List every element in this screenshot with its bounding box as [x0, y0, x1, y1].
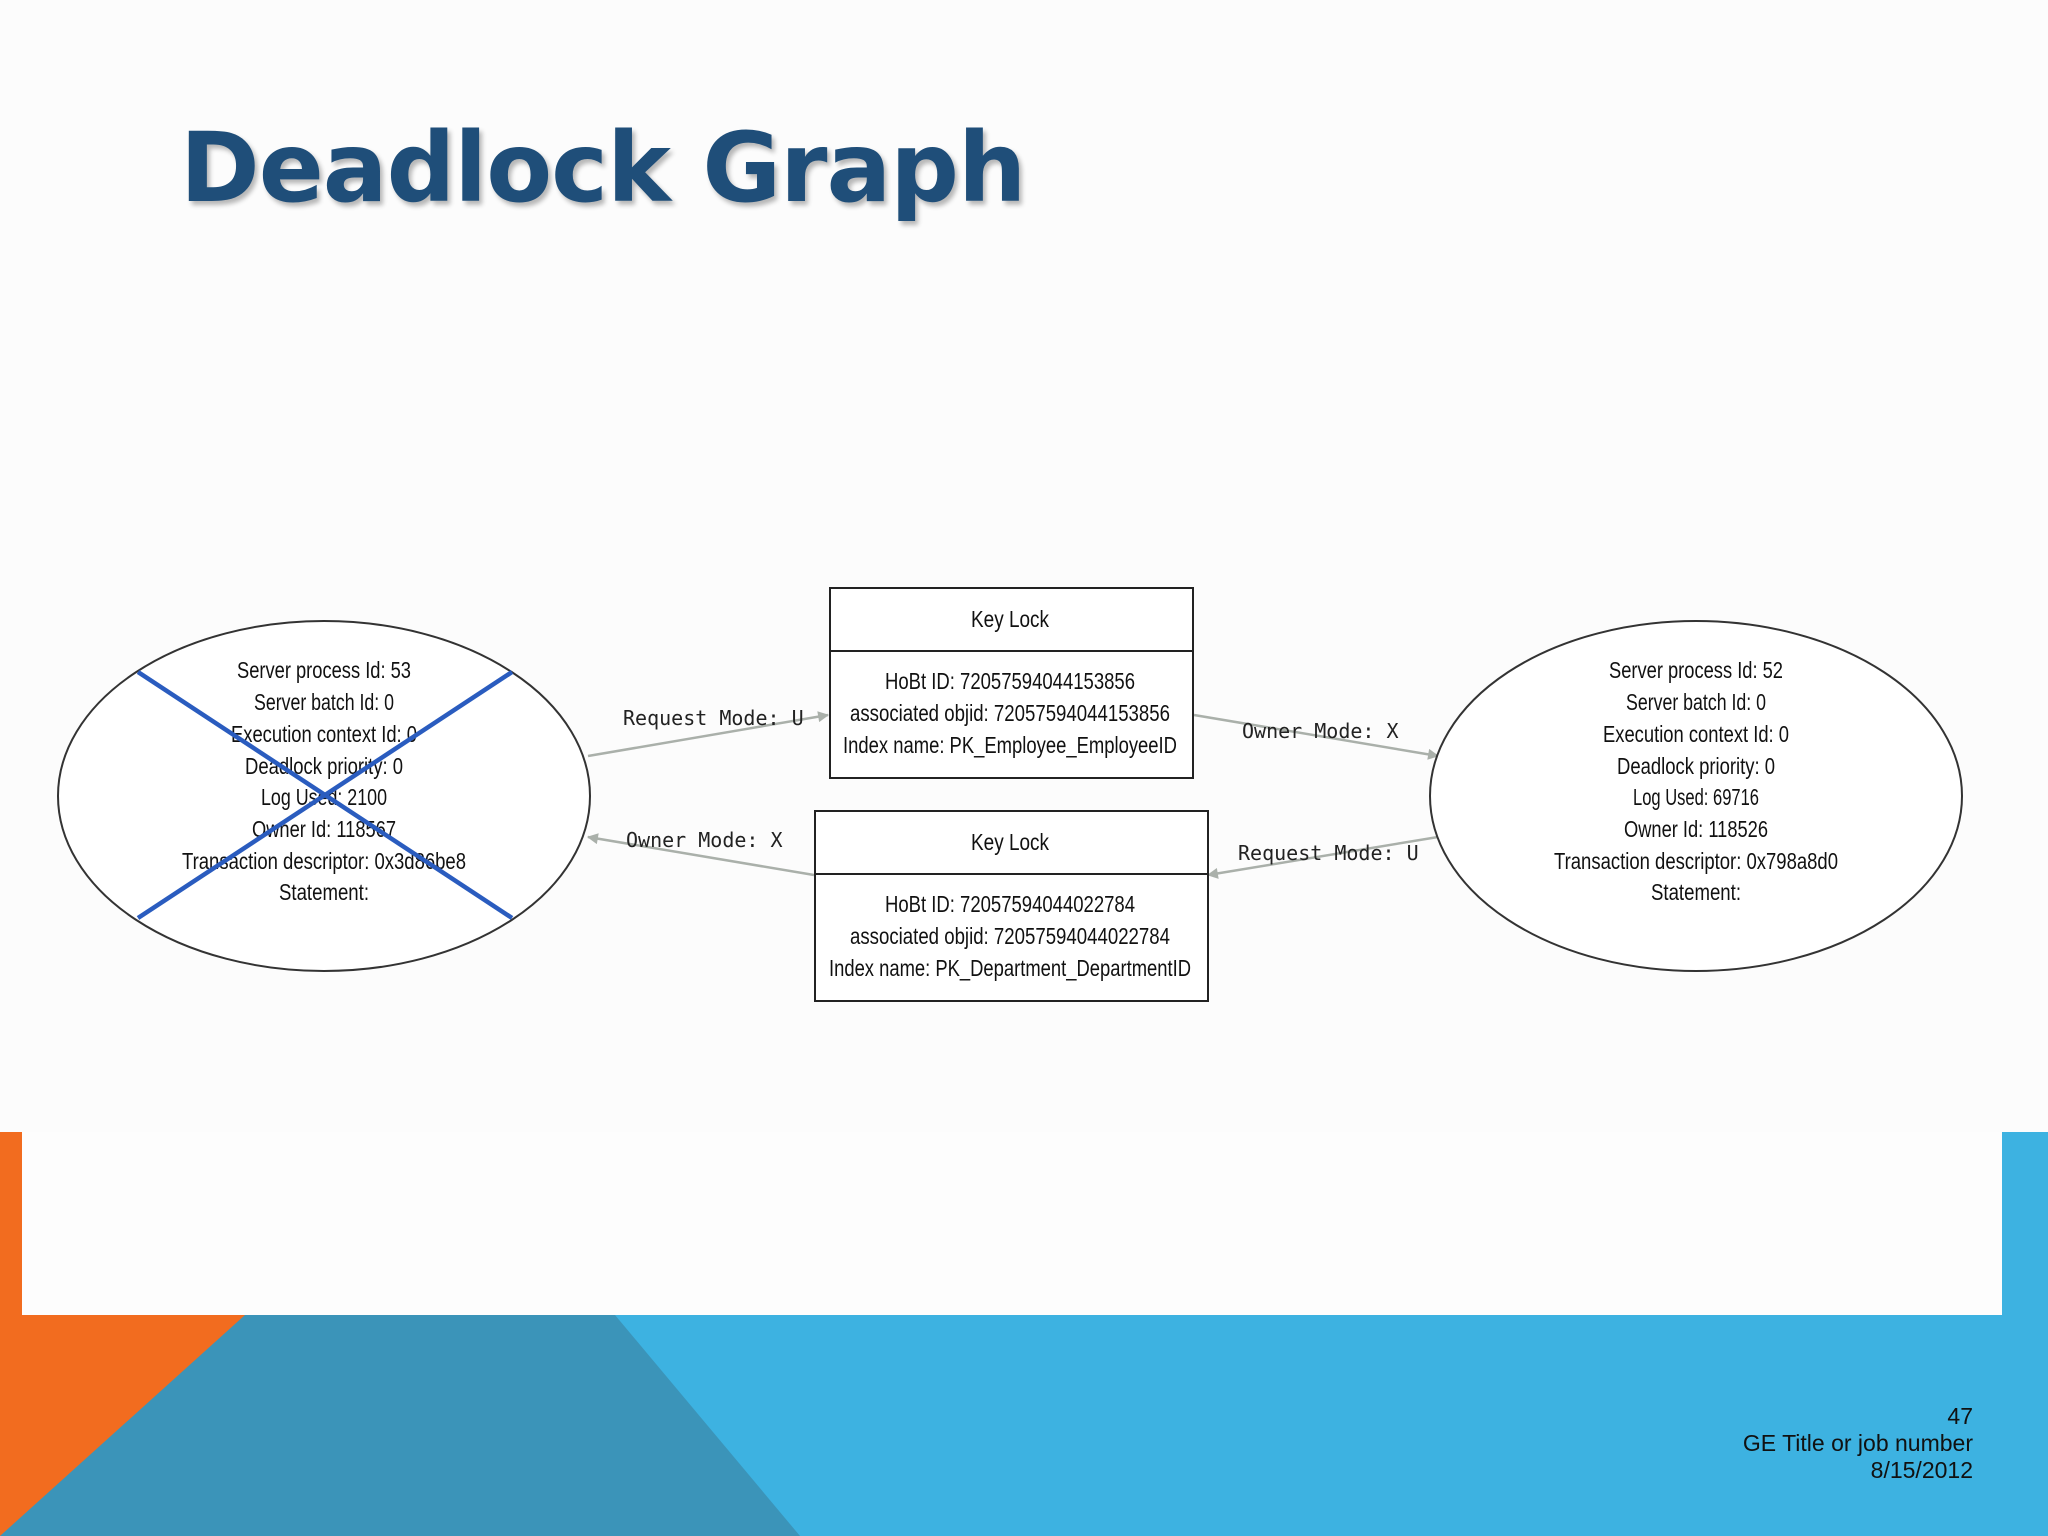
process-node-right — [1429, 620, 1963, 972]
edge-label-owner-mode: Owner Mode: X — [626, 828, 783, 852]
process-right-line: Deadlock priority: 0 — [1617, 753, 1775, 779]
victim-cross-mark — [136, 670, 514, 920]
footer-job-title: GE Title or job number — [1742, 1430, 1973, 1456]
process-left-line: Transaction descriptor: 0x3d86be8 — [182, 848, 466, 874]
edge-label-owner-mode: Owner Mode: X — [1242, 719, 1399, 743]
process-right-line: Statement: — [1651, 879, 1741, 905]
process-right-line: Log Used: 69716 — [1633, 784, 1759, 810]
key-lock-node-bottom: Key Lock HoBt ID: 72057594044022784 asso… — [814, 810, 1209, 1002]
edge-label-request-mode: Request Mode: U — [623, 706, 804, 730]
lock-top-line: Index name: PK_Employee_EmployeeID — [843, 732, 1177, 758]
slide-footer: 47 GE Title or job number 8/15/2012 — [1743, 1403, 1973, 1484]
footer-blue-dark-band — [0, 1315, 800, 1536]
lock-box — [814, 810, 1209, 1002]
key-lock-node-top: Key Lock HoBt ID: 72057594044153856 asso… — [829, 587, 1194, 779]
process-right-line: Server batch Id: 0 — [1626, 689, 1766, 715]
slide-title: Deadlock Graph — [180, 112, 1026, 224]
process-right-line: Execution context Id: 0 — [1603, 721, 1789, 747]
edge-bottom-lock-to-left — [586, 833, 815, 877]
cross-stroke — [136, 670, 514, 920]
process-left-line: Statement: — [279, 879, 369, 905]
footer-date: 8/15/2012 — [1870, 1457, 1973, 1483]
footer-white-panel — [22, 1132, 2002, 1315]
lock-bottom-line: Index name: PK_Department_DepartmentID — [829, 955, 1191, 981]
lock-top-line: HoBt ID: 72057594044153856 — [885, 668, 1135, 694]
footer-blue-strip — [2002, 1132, 2048, 1315]
process-left-line: Server process Id: 53 — [237, 657, 411, 683]
footer-orange-triangle — [0, 1315, 245, 1536]
process-right-line: Server process Id: 52 — [1609, 657, 1783, 683]
lock-box — [829, 587, 1194, 779]
footer-orange-strip — [0, 1132, 22, 1315]
process-left-line: Execution context Id: 0 — [231, 721, 417, 747]
process-right-line: Transaction descriptor: 0x798a8d0 — [1554, 848, 1838, 874]
lock-bottom-line: associated objid: 72057594044022784 — [850, 923, 1170, 949]
lock-bottom-line: HoBt ID: 72057594044022784 — [885, 891, 1135, 917]
edge-top-lock-to-right — [1193, 713, 1440, 760]
process-right-line: Owner Id: 118526 — [1624, 816, 1768, 842]
lock-top-line: associated objid: 72057594044153856 — [850, 700, 1170, 726]
process-left-line: Server batch Id: 0 — [254, 689, 394, 715]
lock-header: Key Lock — [971, 606, 1049, 632]
edge-label-request-mode: Request Mode: U — [1238, 841, 1419, 865]
edge-left-to-top-lock — [587, 711, 830, 758]
page-number: 47 — [1947, 1403, 1973, 1429]
edge-right-to-bottom-lock — [1206, 835, 1439, 879]
lock-header: Key Lock — [971, 829, 1049, 855]
